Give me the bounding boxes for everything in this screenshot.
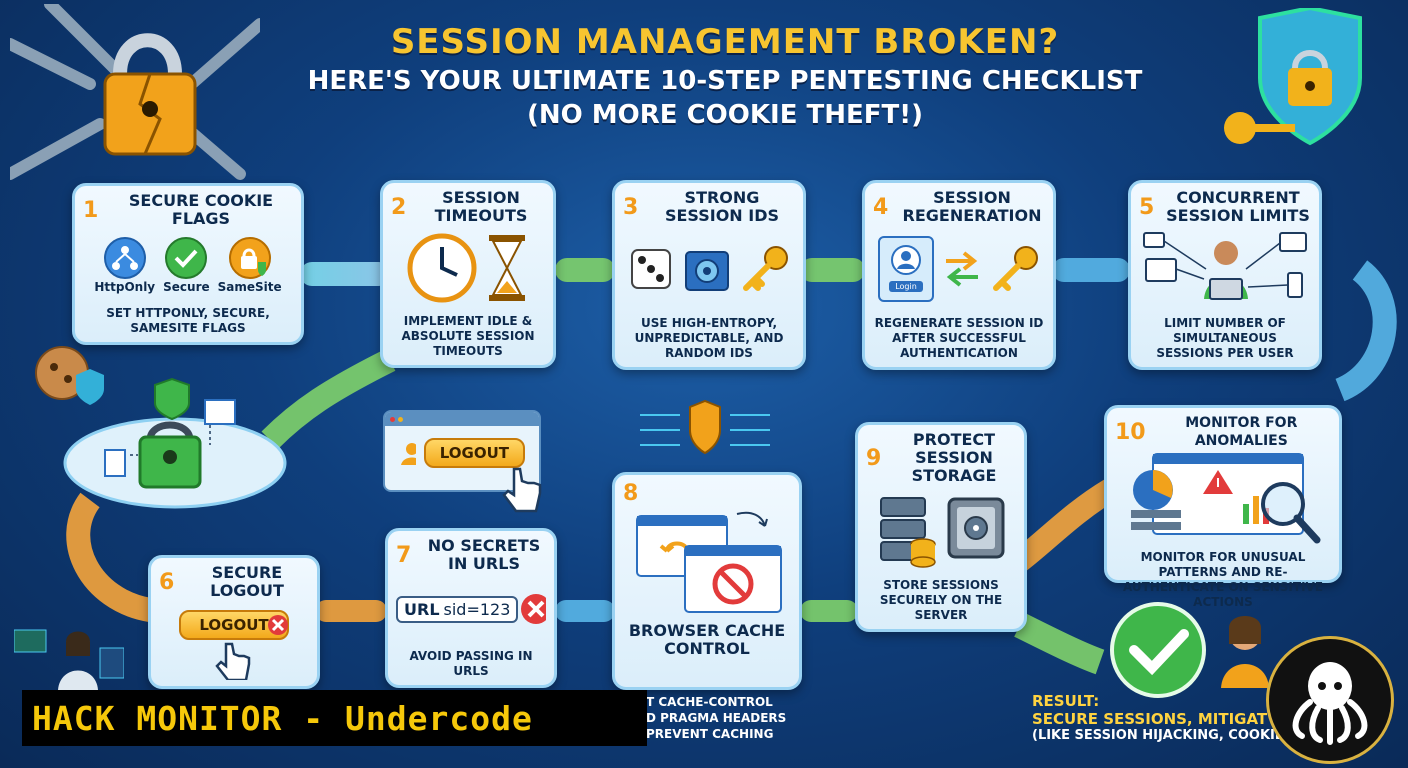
url-label: URL [404, 599, 440, 619]
cache-description: T CACHE-CONTROL D PRAGMA HEADERS PREVENT… [646, 694, 816, 742]
step-number: 9 [866, 445, 882, 471]
octopus-icon [1292, 662, 1368, 745]
cache-desc-line-1: T CACHE-CONTROL [646, 695, 773, 709]
result-label: RESULT: [1032, 692, 1100, 710]
step-description: REGENERATE SESSION ID AFTER SUCCESSFUL A… [874, 316, 1044, 360]
step-number: 2 [391, 194, 407, 220]
login-card-icon: Login [878, 235, 934, 302]
key-icon [993, 245, 1038, 291]
step-title: SESSION TIMEOUTS [434, 188, 528, 225]
step-card-6: 6 SECURE LOGOUT LOGOUT [148, 555, 320, 689]
lock-shield-icon [228, 237, 271, 279]
user-icon [401, 443, 416, 465]
step-card-4: 4 SESSION REGENERATION Login REGENERATE S… [862, 180, 1056, 370]
network-icon [103, 237, 146, 279]
flow-ribbon [315, 600, 387, 622]
step-number: 5 [1139, 194, 1155, 220]
users-icon [1221, 616, 1269, 688]
step-description: SET HTTPONLY, SECURE, SAMESITE FLAGS [106, 306, 270, 335]
flow-ribbon [1052, 258, 1130, 282]
step-number: 8 [623, 481, 639, 506]
step-card-8: 8 BROWSER CACHE CONTROL [612, 472, 802, 690]
step-number: 1 [83, 197, 99, 223]
step-title: NO SECRETS IN URLS [427, 536, 541, 573]
step-title: CONCURRENT SESSION LIMITS [1166, 188, 1310, 225]
cache-desc-line-3: PREVENT CACHING [646, 727, 774, 741]
step-description: MONITOR FOR UNUSUAL PATTERNS AND RE-AUTH… [1122, 550, 1324, 609]
step-card-9: 9 PROTECT SESSION STORAGE STORE SESSIONS … [855, 422, 1027, 632]
browser-cache-icon [636, 511, 782, 613]
cache-desc-line-2: D PRAGMA HEADERS [646, 711, 787, 725]
step-card-10: 10 MONITOR FOR ANOMALIES MONITOR FOR UNUS… [1104, 405, 1342, 609]
circuit-shield-icon [640, 399, 770, 455]
step-card-3: 3 STRONG SESSION IDS USE HIGH-ENTROPY, UN… [612, 180, 806, 370]
flag-label-httponly: HttpOnly [94, 280, 156, 294]
step-title: BROWSER CACHE CONTROL [628, 621, 786, 658]
shield-lock-icon [1224, 8, 1362, 146]
url-field: URL sid=123 [396, 595, 519, 623]
step-card-1: 1 SECURE COOKIE FLAGS HttpOnly Secure Sam… [72, 183, 304, 345]
broken-padlock-icon [10, 4, 260, 180]
vault-icon [947, 497, 1005, 558]
step-card-7: 7 NO SECRETS IN URLS URL sid=123 AVOID PA… [385, 528, 557, 688]
step-description: USE HIGH-ENTROPY, UNPREDICTABLE, AND RAN… [634, 316, 784, 360]
step-description: STORE SESSIONS SECURELY ON THE SERVER [879, 578, 1003, 622]
logout-button[interactable]: LOGOUT [179, 610, 289, 640]
user-icon [891, 244, 921, 275]
step-card-5: 5 CONCURRENT SESSION LIMITS LIMIT NUMBER … [1128, 180, 1322, 370]
user-devices-icon [1143, 231, 1307, 300]
flow-ribbon [555, 600, 615, 622]
cursor-hand-icon [215, 642, 251, 680]
step-number: 7 [396, 542, 412, 568]
step-title: PROTECT SESSION STORAGE [911, 430, 997, 485]
step-title: STRONG SESSION IDS [664, 188, 780, 225]
step-description: LIMIT NUMBER OF SIMULTANEOUS SESSIONS PE… [1156, 316, 1294, 360]
close-icon[interactable] [267, 614, 289, 636]
result-line-2: (LIKE SESSION HIJACKING, COOKIE [1032, 728, 1284, 743]
page-subtitle-2: (NO MORE COOKIE THEFT!) [526, 100, 924, 130]
step-description: AVOID PASSING IN URLS [409, 649, 533, 678]
flag-label-samesite: SameSite [217, 280, 282, 294]
analyst-icon [14, 629, 124, 690]
database-server-icon [880, 496, 936, 568]
result-line-1: SECURE SESSIONS, MITIGAT [1032, 710, 1268, 728]
login-label: Login [889, 281, 923, 293]
url-param: sid=123 [443, 599, 511, 619]
watermark-text: HACK MONITOR - Undercode [32, 698, 533, 738]
key-icon [743, 245, 788, 291]
success-check-icon [1110, 602, 1206, 698]
hourglass-icon [489, 234, 525, 301]
flag-label-secure: Secure [163, 280, 210, 294]
logout-button[interactable]: LOGOUT [423, 438, 525, 468]
cursor-hand-icon [502, 467, 542, 513]
step-title: SESSION REGENERATION [902, 188, 1042, 225]
gear-box-icon [685, 250, 729, 291]
session-lock-platform [35, 346, 287, 509]
error-icon [521, 594, 546, 624]
step-title: SECURE COOKIE FLAGS [128, 191, 274, 228]
page-subtitle: HERE'S YOUR ULTIMATE 10-STEP PENTESTING … [307, 66, 1143, 96]
octopus-logo [1266, 636, 1394, 764]
result-box: RESULT: SECURE SESSIONS, MITIGAT (LIKE S… [1032, 692, 1372, 743]
flow-ribbon [800, 258, 865, 282]
step-number: 4 [873, 194, 889, 220]
check-icon [165, 237, 208, 279]
step-card-2: 2 SESSION TIMEOUTS IMPLEMENT IDLE & ABSOL… [380, 180, 556, 368]
step-description: IMPLEMENT IDLE & ABSOLUTE SESSION TIMEOU… [401, 314, 535, 358]
watermark-banner: HACK MONITOR - Undercode [22, 690, 647, 746]
swap-arrows-icon [946, 250, 978, 287]
flow-ribbon [300, 262, 390, 286]
dice-icon [631, 248, 671, 289]
flow-ribbon [555, 258, 615, 282]
page-title: SESSION MANAGEMENT BROKEN? [390, 22, 1060, 62]
step-number: 6 [159, 569, 175, 595]
flow-ribbon [800, 600, 858, 622]
clock-icon [407, 233, 477, 302]
step-number: 10 [1115, 419, 1146, 445]
step-title: SECURE LOGOUT [210, 563, 284, 600]
analytics-dashboard-icon [1131, 453, 1321, 544]
step-title: MONITOR FOR ANOMALIES [1185, 415, 1298, 449]
step-number: 3 [623, 194, 639, 220]
